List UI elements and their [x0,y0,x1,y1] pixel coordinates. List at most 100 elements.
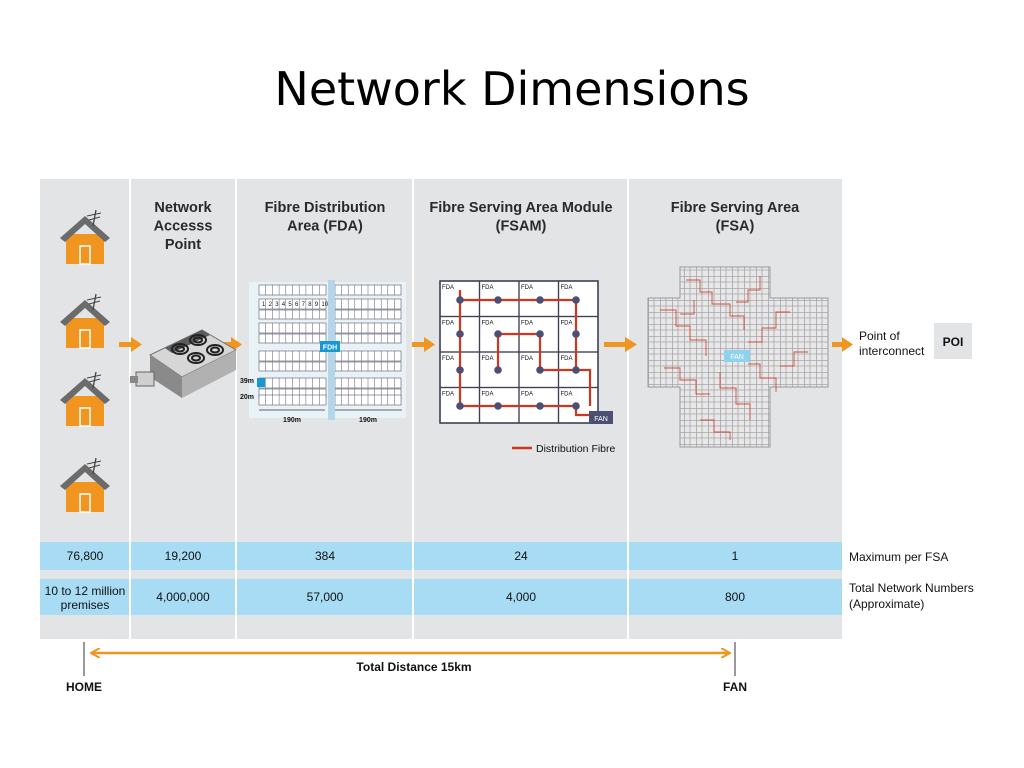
fsam-node [536,330,544,338]
fsam-fda-cell-label: FDA [561,356,573,362]
fsam-node [536,402,544,410]
fda-premise-number: 3 [275,302,279,308]
cell-total-network-nap: 4,000,000 [156,590,210,604]
column-dividers [129,179,629,639]
house-icon [60,209,110,265]
fan-box [589,411,613,424]
heading-fsam-line2: (FSAM) [496,219,547,235]
heading-fda-line1: Fibre Distribution [265,200,386,216]
fsam-fda-cell-label: FDA [442,285,454,291]
fsam-fda-cell-label: FDA [442,356,454,362]
poi-box [934,323,972,359]
fsam-fda-cell-label: FDA [521,285,533,291]
arrow-fda-to-fsam [412,337,435,352]
cell-total-network-fsa: 800 [725,590,745,604]
fsa-fan-label: FAN [730,354,744,361]
fsam-fda-cell-label: FDA [442,321,454,327]
fsam-fda-cell-label: FDA [482,356,494,362]
fsam-node [456,296,464,304]
cell-total-network-fsam: 4,000 [506,590,536,604]
cell-total-network-home-line1: 10 to 12 million [45,584,126,598]
distance-indicator: Total Distance 15km HOME FAN [66,642,747,694]
fsam-fda-cell-label: FDA [561,321,573,327]
fsam-fda-cell-label: FDA [482,285,494,291]
fsam-fda-cell-label: FDA [521,321,533,327]
cell-total-network-home-line2: premises [61,598,110,612]
fsam-fda-cell-label: FDA [521,392,533,398]
heading-nap-line1: Network [154,200,212,216]
heading-fsa-line1: Fibre Serving Area [671,200,800,216]
fda-premise-number: 8 [308,302,312,308]
fda-premise-number: 1 [262,302,266,308]
fsam-node [494,330,502,338]
fda-premise-number: 7 [302,302,306,308]
fsam-node [572,366,580,374]
fdh-label: FDH [323,345,337,352]
dim-190m-right: 190m [359,417,377,424]
cell-max-per-fsa-home: 76,800 [67,549,104,563]
fsam-fda-cell-label: FDA [482,321,494,327]
dim-39m: 39m [240,378,254,385]
fsam-fda-cell-label: FDA [561,285,573,291]
fsam-fda-cell-label: FDA [521,356,533,362]
poi-label-line1: Point of [859,329,900,343]
fibre-route-link [576,368,592,406]
dim-190m-left: 190m [283,417,301,424]
legend-distribution-fibre: Distribution Fibre [536,443,616,455]
fsam-node [572,296,580,304]
fda-premise-number: 10 [321,302,328,308]
cell-total-network-fda: 57,000 [307,590,344,604]
fan-box-label: FAN [594,416,608,423]
fsam-node [536,366,544,374]
distance-home-label: HOME [66,680,102,694]
total-row-band [40,579,842,615]
fda-premise-number: 9 [315,302,319,308]
max-row-band [40,542,842,570]
house-icon [60,293,110,349]
arrow-fsa-to-poi [832,337,853,352]
fsam-node [494,366,502,374]
fsam-node [572,402,580,410]
house-icon [60,371,110,427]
distance-label: Total Distance 15km [356,660,471,674]
fda-premise-number: 6 [295,302,299,308]
home-column [60,209,110,513]
row-label-total-network-line2: (Approximate) [849,597,924,611]
house-icon [60,457,110,513]
fibre-route-inner [460,298,578,372]
fsam-node [494,402,502,410]
fsa-fan-box [724,350,750,362]
poi-label-line2: interconnect [859,344,925,358]
fda-premise-number: 4 [282,302,286,308]
fsam-node [456,402,464,410]
arrow-fsam-to-fsa [604,337,637,352]
network-access-point-device [130,329,238,398]
fsam-fda-cell-label: FDA [482,392,494,398]
arrow-home-to-nap [119,337,142,352]
fsam-fda-cell-label: FDA [561,392,573,398]
distance-fan-label: FAN [723,680,747,694]
cell-max-per-fsa-fsa: 1 [732,549,739,563]
fsam-fda-cell-label: FDA [442,392,454,398]
poi-group: Point of interconnect POI [859,323,972,359]
row-label-total-network-line1: Total Network Numbers [849,581,974,595]
fda-premise-number: 2 [269,302,273,308]
fsam-node [456,366,464,374]
fsam-illustration: FDA FDA FDA FDA FDA FDA FDA FDA FDA FDA FDA FDA FDA F… [439,280,616,455]
fsam-node [456,330,464,338]
fsam-node [536,296,544,304]
heading-fsa-line2: (FSA) [716,219,755,235]
row-label-max-per-fsa: Maximum per FSA [849,550,948,564]
dim-20m: 20m [240,394,254,401]
heading-fda-line2: Area (FDA) [287,219,363,235]
cell-max-per-fsa-nap: 19,200 [165,549,202,563]
fda-premise-number: 5 [288,302,292,308]
cell-max-per-fsa-fda: 384 [315,549,335,563]
fsam-node [494,296,502,304]
fsam-node [572,330,580,338]
slide-title: Network Dimensions [274,62,750,116]
